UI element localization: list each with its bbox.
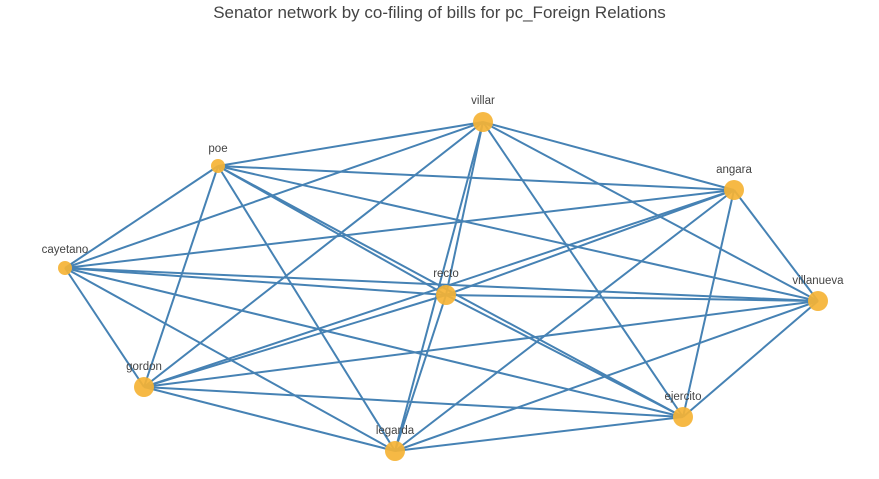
edge-cayetano-recto xyxy=(64,267,447,296)
node-cayetano[interactable] xyxy=(58,261,72,275)
edge-villar-villanueva xyxy=(482,121,819,302)
node-poe[interactable] xyxy=(211,159,225,173)
edge-cayetano-villanueva xyxy=(64,267,819,302)
edge-poe-legarda xyxy=(217,165,396,452)
edge-villar-ejercito xyxy=(482,121,684,418)
edge-cayetano-gordon xyxy=(64,267,145,388)
node-angara[interactable] xyxy=(724,180,744,200)
node-legarda[interactable] xyxy=(385,441,405,461)
node-label-poe: poe xyxy=(208,143,227,155)
edge-recto-legarda xyxy=(394,294,447,452)
edge-cayetano-legarda xyxy=(64,267,396,452)
node-label-villar: villar xyxy=(471,95,495,107)
edge-villar-angara xyxy=(482,121,735,191)
node-gordon[interactable] xyxy=(134,377,154,397)
node-ejercito[interactable] xyxy=(673,407,693,427)
edge-cayetano-ejercito xyxy=(64,267,684,418)
edge-angara-recto xyxy=(445,189,735,296)
edge-poe-cayetano xyxy=(64,165,219,269)
edge-villanueva-legarda xyxy=(394,300,819,452)
edge-poe-angara xyxy=(217,165,735,191)
edge-villar-recto xyxy=(445,121,484,296)
node-label-ejercito: ejercito xyxy=(664,391,701,403)
edge-villar-gordon xyxy=(143,121,484,388)
edge-angara-villanueva xyxy=(733,189,819,302)
edge-poe-villanueva xyxy=(217,165,819,302)
edge-recto-ejercito xyxy=(445,294,684,418)
edge-angara-legarda xyxy=(394,189,735,452)
edge-villar-poe xyxy=(217,121,484,167)
edge-recto-gordon xyxy=(143,294,447,388)
node-label-villanueva: villanueva xyxy=(792,275,844,287)
node-label-cayetano: cayetano xyxy=(42,244,89,256)
node-label-legarda: legarda xyxy=(376,425,415,437)
edge-ejercito-legarda xyxy=(394,416,684,452)
edge-gordon-legarda xyxy=(143,386,396,452)
edge-villanueva-gordon xyxy=(143,300,819,388)
chart-title: Senator network by co-filing of bills fo… xyxy=(213,3,666,22)
edge-angara-cayetano xyxy=(64,189,735,269)
edge-villar-cayetano xyxy=(64,121,484,269)
node-label-gordon: gordon xyxy=(126,361,162,373)
labels-layer: villar poe angara cayetano recto villanueva go… xyxy=(42,95,845,437)
edge-villanueva-ejercito xyxy=(682,300,819,418)
node-villanueva[interactable] xyxy=(808,291,828,311)
edge-angara-ejercito xyxy=(682,189,735,418)
edge-recto-villanueva xyxy=(445,294,819,302)
edges-layer xyxy=(64,121,819,452)
node-recto[interactable] xyxy=(436,285,456,305)
node-label-angara: angara xyxy=(716,164,752,176)
edge-gordon-ejercito xyxy=(143,386,684,418)
node-label-recto: recto xyxy=(433,268,459,280)
node-villar[interactable] xyxy=(473,112,493,132)
nodes-layer xyxy=(58,112,828,461)
